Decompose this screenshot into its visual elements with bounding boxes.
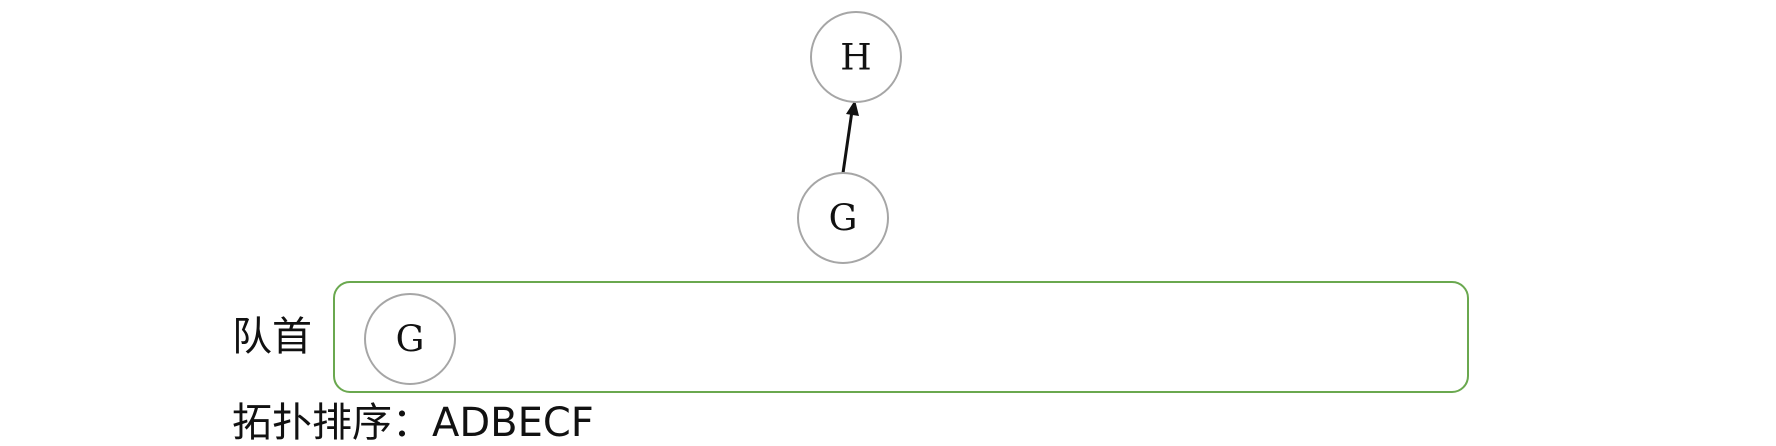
queue-item-label: G	[396, 320, 425, 361]
topological-sort-value: ADBECF	[432, 400, 594, 446]
queue-container	[333, 281, 1469, 393]
edge-g-to-h	[841, 100, 859, 174]
queue-item-circle	[364, 293, 456, 385]
node-label-h: H	[840, 38, 871, 79]
queue-item-g: G	[364, 293, 456, 385]
graph-node-h: H	[810, 11, 902, 103]
topological-sort-label: 拓扑排序：	[232, 400, 432, 446]
graph-node-g: G	[797, 172, 889, 264]
arrow-head-icon	[846, 100, 859, 116]
edge-line	[841, 110, 854, 174]
queue-front-label: 队首	[232, 314, 312, 360]
topological-sort-line: 拓扑排序：ADBECF	[232, 400, 594, 446]
node-circle	[810, 11, 902, 103]
node-label-g: G	[829, 199, 858, 240]
node-circle	[797, 172, 889, 264]
